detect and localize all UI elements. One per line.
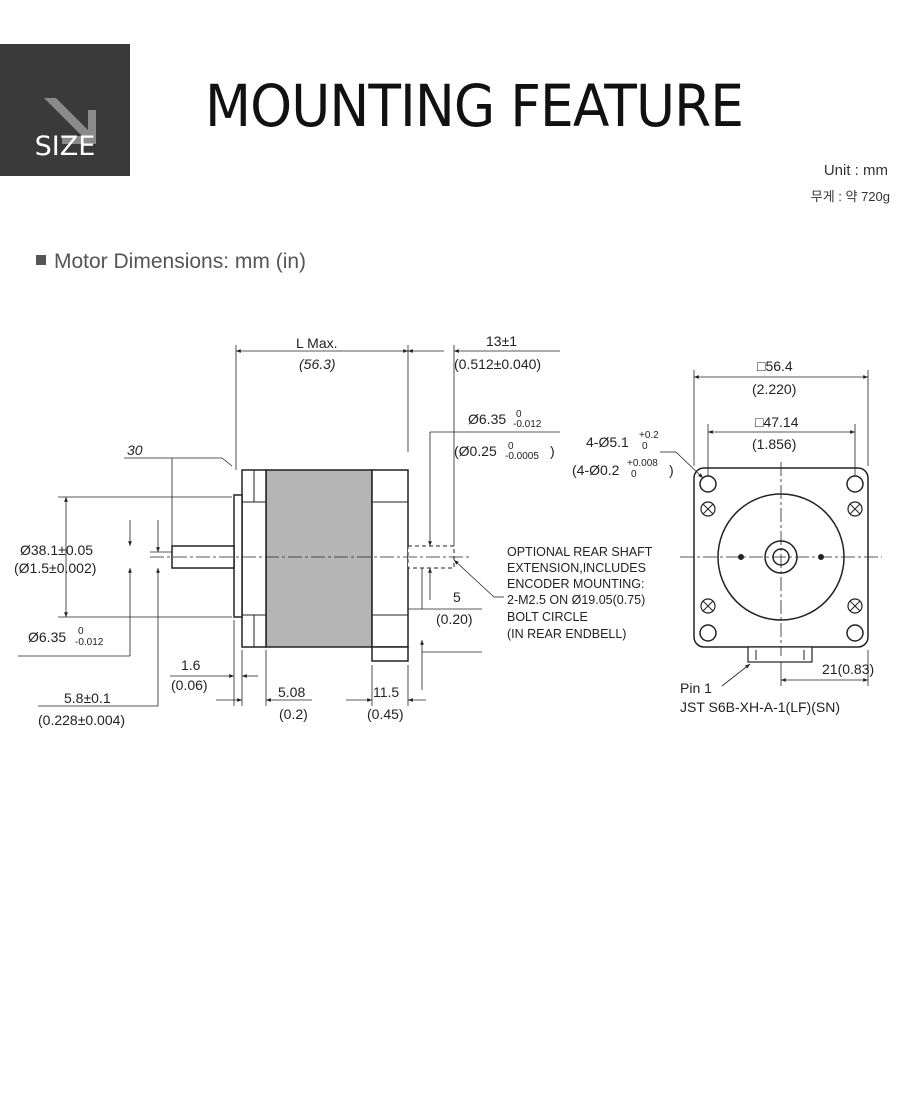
rear-boss-in-label: (0.45) bbox=[367, 706, 404, 722]
rear-shaft-dia-in-tol-top: 0 bbox=[508, 441, 514, 452]
front-shaft-dia-label: Ø6.35 bbox=[28, 629, 66, 645]
holes-in-label: (4-Ø0.2 bbox=[572, 462, 620, 478]
rear-ext-in-label: (0.20) bbox=[436, 611, 473, 627]
mount-hole bbox=[846, 624, 864, 642]
pilot-depth-label: 1.6 bbox=[181, 657, 201, 673]
size-badge: SIZE bbox=[0, 44, 130, 176]
square-outer-label: □56.4 bbox=[757, 358, 793, 374]
screw bbox=[847, 598, 863, 614]
rear-boss bbox=[371, 646, 409, 662]
holes-tol-top: +0.2 bbox=[639, 430, 659, 441]
l-max-in-label: (56.3) bbox=[299, 356, 336, 372]
flange-label: 5.08 bbox=[278, 684, 305, 700]
rear-length-in-label: (0.512±0.040) bbox=[454, 356, 541, 372]
note-line: OPTIONAL REAR SHAFT bbox=[507, 545, 653, 559]
pilot-depth-in-label: (0.06) bbox=[171, 677, 208, 693]
square-inner-label: □47.14 bbox=[755, 414, 799, 430]
section-title-text: Motor Dimensions: mm (in) bbox=[54, 250, 307, 273]
rear-shaft-dia-tol-bot: -0.012 bbox=[513, 419, 542, 430]
flat-label: 5.8±0.1 bbox=[64, 690, 111, 706]
page-title: MOUNTING FEATURE bbox=[205, 72, 744, 140]
holes-label: 4-Ø5.1 bbox=[586, 434, 629, 450]
holes-in-tol-bot: 0 bbox=[631, 469, 637, 480]
side-view bbox=[18, 345, 560, 707]
note-line: ENCODER MOUNTING: bbox=[507, 577, 645, 591]
weight-label: 무게 : 약 720g bbox=[810, 189, 890, 204]
rear-shaft-note: OPTIONAL REAR SHAFT EXTENSION,INCLUDES E… bbox=[507, 545, 653, 641]
connector-offset-label: 21(0.83) bbox=[822, 661, 874, 677]
note-line: BOLT CIRCLE bbox=[507, 610, 588, 624]
rear-ext-label: 5 bbox=[453, 589, 461, 605]
section-title: Motor Dimensions: mm (in) bbox=[36, 250, 306, 274]
pin-label: Pin 1 bbox=[680, 680, 712, 696]
square-inner-in-label: (1.856) bbox=[752, 436, 796, 452]
front-shaft-dia-tol-bot: -0.012 bbox=[75, 637, 104, 648]
rear-shaft-dia-in-tol-bot: -0.0005 bbox=[505, 451, 539, 462]
l-max-label: L Max. bbox=[296, 335, 338, 351]
front-shaft-dia-tol-top: 0 bbox=[78, 626, 84, 637]
screw bbox=[700, 501, 716, 517]
rear-shaft-dia-in-label: (Ø0.25 bbox=[454, 443, 497, 459]
rear-boss-label: 11.5 bbox=[373, 684, 399, 700]
rear-length-label: 13±1 bbox=[486, 333, 517, 349]
holes-in-tol-top: +0.008 bbox=[627, 458, 658, 469]
pilot-dia-in-label: (Ø1.5±0.002) bbox=[14, 560, 96, 576]
pilot-dia-label: Ø38.1±0.05 bbox=[20, 542, 93, 558]
motor-body bbox=[265, 469, 373, 648]
connector-label: JST S6B-XH-A-1(LF)(SN) bbox=[680, 699, 840, 715]
front-view bbox=[660, 370, 882, 687]
shaft-length-label: 30 bbox=[127, 442, 143, 458]
holes-tol-bot: 0 bbox=[642, 441, 648, 452]
screw bbox=[847, 501, 863, 517]
pilot bbox=[233, 494, 243, 618]
badge-label: SIZE bbox=[34, 131, 96, 162]
rear-endbell bbox=[371, 469, 409, 648]
arrow-down-right-icon bbox=[44, 98, 96, 144]
mount-hole bbox=[699, 624, 717, 642]
note-line: (IN REAR ENDBELL) bbox=[507, 627, 626, 641]
holes-in-close: ) bbox=[669, 462, 674, 478]
rear-shaft-dia-label: Ø6.35 bbox=[468, 411, 506, 427]
note-line: EXTENSION,INCLUDES bbox=[507, 561, 646, 575]
note-line: 2-M2.5 ON Ø19.05(0.75) bbox=[507, 593, 645, 607]
rear-shaft-dia-in-close: ) bbox=[550, 443, 555, 459]
flat-in-label: (0.228±0.004) bbox=[38, 712, 125, 728]
unit-label: Unit : mm bbox=[823, 162, 888, 179]
connector bbox=[747, 646, 813, 663]
screw bbox=[700, 598, 716, 614]
square-outer-in-label: (2.220) bbox=[752, 381, 796, 397]
square-bullet-icon bbox=[36, 255, 46, 265]
rear-shaft-dia-tol-top: 0 bbox=[516, 409, 522, 420]
flange-in-label: (0.2) bbox=[279, 706, 308, 722]
